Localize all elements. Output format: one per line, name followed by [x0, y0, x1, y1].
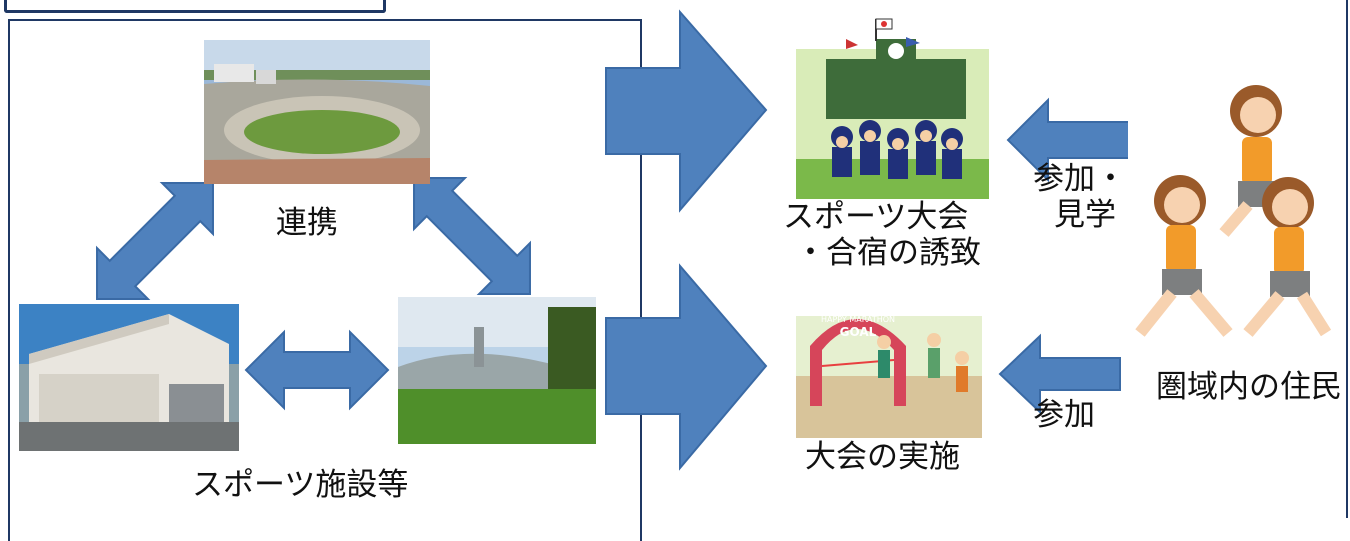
residents-label: 圏域内の住民: [1156, 369, 1342, 405]
double-arrow-gym-dome: [244, 329, 390, 411]
big-arrow-to-event: [605, 263, 768, 471]
tournament-label-line2: ・合宿の誘致: [795, 235, 981, 271]
facilities-panel-frame: [8, 19, 642, 541]
event-label: 大会の実施: [805, 439, 960, 475]
right-edge-line: [1346, 0, 1348, 518]
big-arrow-to-tournament: [605, 9, 768, 213]
small-arrow-participate-watch: [1006, 97, 1135, 183]
marathon-goal-illustration: HAPPY MARATHON GOAL: [796, 296, 982, 438]
participate-watch-label-line1: 参加・: [1033, 161, 1126, 197]
velodrome-photo: [204, 40, 430, 184]
arch-top-text: HAPPY MARATHON: [821, 315, 895, 324]
small-arrow-participate: [998, 333, 1121, 415]
sports-facilities-label: スポーツ施設等: [192, 467, 409, 503]
baseball-team-illustration: [796, 9, 989, 199]
tournament-label-line1: スポーツ大会: [783, 199, 969, 235]
participate-label: 参加: [1033, 397, 1095, 433]
double-arrow-velodrome-dome: [413, 177, 531, 295]
arrows-layer: [96, 9, 1135, 471]
stretching-runners-illustration: [1128, 83, 1338, 345]
dome-photo: [398, 297, 596, 444]
participate-watch-label-line2: 見学: [1054, 197, 1116, 233]
header-box: [4, 0, 386, 13]
gymnasium-photo: [19, 304, 239, 451]
renkei-label: 連携: [276, 205, 338, 241]
arch-goal-text: GOAL: [840, 325, 877, 339]
